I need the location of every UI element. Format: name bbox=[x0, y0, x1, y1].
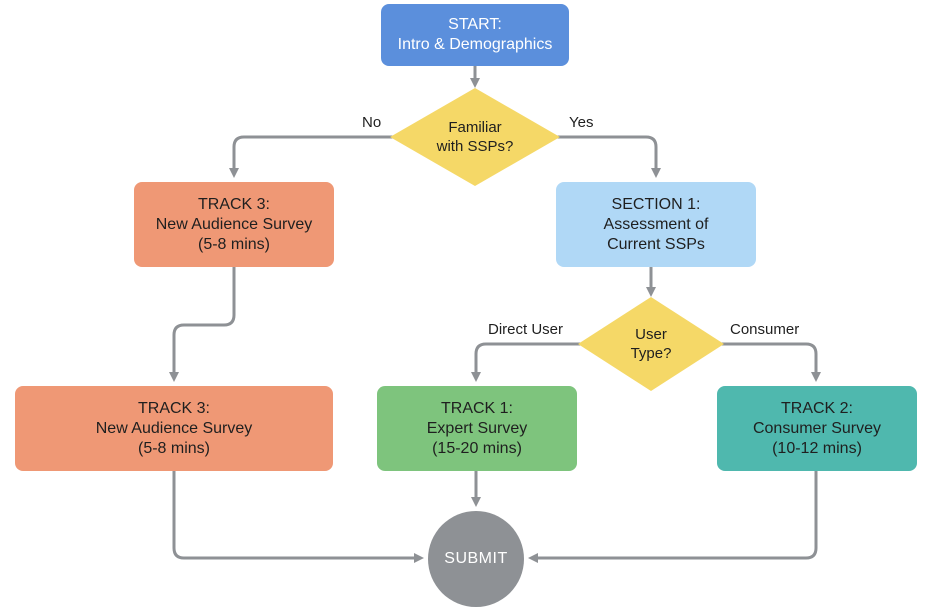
track3-top-title: TRACK 3: bbox=[197, 195, 270, 213]
decision-familiar-text: Familiar with SSPs? bbox=[410, 112, 540, 162]
submit-label: SUBMIT bbox=[444, 550, 508, 567]
track2-duration: (10-12 mins) bbox=[772, 439, 862, 457]
section1-line3: Current SSPs bbox=[607, 235, 705, 253]
decision-familiar-line1: Familiar bbox=[448, 119, 502, 136]
section1-line2: Assessment of bbox=[603, 215, 709, 233]
edge-track3-top-to-bottom bbox=[169, 265, 236, 382]
decision-user-type-text: User Type? bbox=[601, 320, 701, 368]
track3-top-name: New Audience Survey bbox=[155, 215, 313, 233]
track2-title: TRACK 2: bbox=[780, 399, 853, 417]
track2-node: TRACK 2: Consumer Survey (10-12 mins) bbox=[717, 386, 917, 471]
edge-no-to-track3-top bbox=[229, 135, 396, 178]
edge-direct-user-to-track1 bbox=[471, 342, 584, 382]
decision-user-type-line1: User bbox=[635, 326, 667, 343]
edge-track3-bottom-to-submit bbox=[172, 469, 424, 563]
edge-yes-to-section1 bbox=[554, 135, 661, 178]
track3-bottom-title: TRACK 3: bbox=[137, 399, 210, 417]
section1-title: SECTION 1: bbox=[611, 195, 701, 213]
edge-label-yes: Yes bbox=[569, 114, 594, 131]
edge-track2-to-submit bbox=[528, 469, 818, 563]
track2-name: Consumer Survey bbox=[752, 419, 882, 437]
submit-node: SUBMIT bbox=[428, 511, 524, 607]
track3-bottom-node: TRACK 3: New Audience Survey (5-8 mins) bbox=[15, 386, 333, 471]
track3-bottom-duration: (5-8 mins) bbox=[137, 439, 210, 457]
edge-consumer-to-track2 bbox=[718, 342, 821, 382]
track1-node: TRACK 1: Expert Survey (15-20 mins) bbox=[377, 386, 577, 471]
track3-bottom-name: New Audience Survey bbox=[95, 419, 253, 437]
track1-name: Expert Survey bbox=[426, 419, 528, 437]
section1-node: SECTION 1: Assessment of Current SSPs bbox=[556, 182, 756, 267]
track3-top-duration: (5-8 mins) bbox=[197, 235, 270, 253]
edge-label-consumer: Consumer bbox=[730, 321, 800, 338]
track3-top-node: TRACK 3: New Audience Survey (5-8 mins) bbox=[134, 182, 334, 267]
decision-user-type-line2: Type? bbox=[630, 345, 672, 362]
decision-diamond-familiar bbox=[390, 88, 560, 186]
edge-label-no: No bbox=[362, 114, 382, 131]
start-node-subtitle: Intro & Demographics bbox=[397, 36, 553, 53]
start-node: START: Intro & Demographics bbox=[381, 4, 569, 66]
decision-diamond-user-type bbox=[578, 297, 724, 391]
track1-duration: (15-20 mins) bbox=[432, 439, 522, 457]
edge-label-direct-user: Direct User bbox=[488, 321, 564, 338]
decision-familiar-line2: with SSPs? bbox=[436, 138, 514, 155]
start-node-title: START: bbox=[448, 16, 502, 33]
track1-title: TRACK 1: bbox=[440, 399, 513, 417]
